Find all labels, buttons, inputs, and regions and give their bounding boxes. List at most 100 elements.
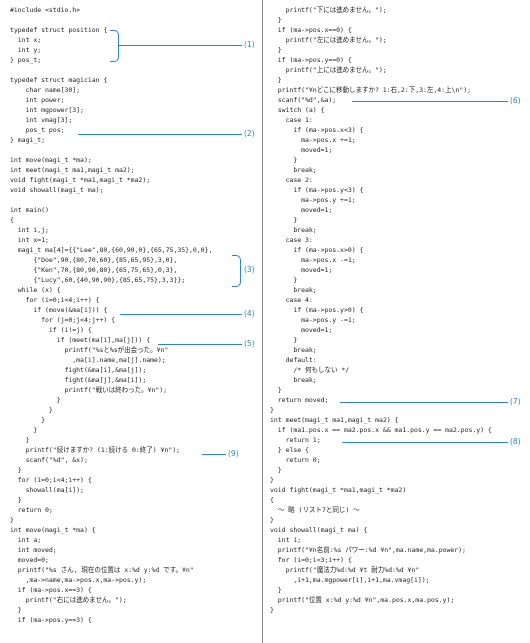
code-line: case 4: <box>270 296 313 304</box>
code-line: if (ma->pos.y<3) { <box>270 186 364 194</box>
code-line: ma->pos.y -=1; <box>270 316 356 324</box>
code-line: while (x) { <box>10 286 61 294</box>
code-line: scanf("%d", &x); <box>10 456 88 464</box>
code-line: ma->pos.x -=1; <box>270 256 356 264</box>
code-line: } <box>10 436 30 444</box>
code-line: fight(&ma[i],&ma[j]); <box>10 366 147 374</box>
code-line: { <box>10 216 14 224</box>
code-line: void showall(magi_t ma) { <box>270 526 368 534</box>
code-line: } <box>10 416 46 424</box>
code-line: case 3: <box>270 236 313 244</box>
code-line: if (meet(ma[i],ma[j])) { <box>10 336 151 344</box>
column-divider <box>262 0 263 643</box>
code-line: printf("左には進めません。"); <box>270 36 387 44</box>
code-line: for (i=0;i<3;i++) { <box>270 556 352 564</box>
code-line: magi_t ma[4]={{"Lee",80,{60,90,0},{65,75… <box>10 246 213 254</box>
code-line: } <box>270 476 274 484</box>
code-line: return 0; <box>10 506 53 514</box>
code-line: printf("¥nどこに移動しますか? 1:右,2:下,3:左,4:上\n")… <box>270 86 472 94</box>
code-line: void fight(magi_t *ma1,magi_t *ma2); <box>10 176 151 184</box>
code-line: if (ma->pos.x>0) { <box>270 246 364 254</box>
code-line: } <box>10 396 61 404</box>
code-line: } <box>270 606 274 614</box>
code-line: } <box>10 496 22 504</box>
code-line: } else { <box>270 446 309 454</box>
code-line: scanf("%d",&a); <box>270 96 337 104</box>
code-line: moved=1; <box>270 206 333 214</box>
code-line: /* 何もしない */ <box>270 366 350 374</box>
code-line: } <box>10 406 53 414</box>
code-line: int i,j; <box>10 226 49 234</box>
code-line: ～ 略 (リスト7と同じ) ～ <box>270 506 360 514</box>
code-line: return moved; <box>270 396 329 404</box>
code-line: if (ma->pos.x==0) { <box>270 26 352 34</box>
code-line: break; <box>270 166 317 174</box>
code-line: printf("¥n名前:%s パワー:%d ¥n",ma.name,ma.po… <box>270 546 466 554</box>
code-line: printf("続けますか? (1:続ける 0:終了) ¥n"); <box>10 446 181 454</box>
code-line: if (ma->pos.x<3) { <box>270 126 364 134</box>
code-line: typedef struct magician { <box>10 76 108 84</box>
annotation-label: (4) <box>244 309 255 318</box>
code-line: int move(magi_t *ma); <box>10 156 92 164</box>
code-line: } <box>270 586 282 594</box>
code-line: printf("上には進めません。"); <box>270 66 387 74</box>
code-line: if (i!=j) { <box>10 326 92 334</box>
code-line: {"Doe",90,{80,70,60},{85,65,95},3,0}, <box>10 256 178 264</box>
code-line: printf("位置 x:%d y:%d ¥n",ma.pos.x,ma.pos… <box>270 596 455 604</box>
code-line: } <box>270 336 298 344</box>
code-line: if (ma->pos.y>0) { <box>270 306 364 314</box>
code-line: void showall(magi_t ma); <box>10 186 104 194</box>
code-line: } <box>270 16 282 24</box>
code-line: case 1: <box>270 116 313 124</box>
code-line: ,i+1,ma.mgpower[i],i+1,ma.vmag[i]); <box>270 576 430 584</box>
code-line: if (ma->pos.y==3) { <box>10 616 92 624</box>
annotation-label: (6) <box>510 96 521 105</box>
code-line: } <box>270 386 282 394</box>
code-line: } <box>10 426 38 434</box>
code-line: {"Lucy",60,{40,90,90},{85,65,75},3,3}}; <box>10 276 186 284</box>
code-line: int mgpower[3]; <box>10 106 84 114</box>
code-line: if (ma->pos.y==0) { <box>270 56 352 64</box>
code-line: for (i=0;i<4;i++) { <box>10 296 100 304</box>
code-line: } <box>270 466 282 474</box>
annotation-label: (8) <box>510 437 521 446</box>
code-line: typedef struct position { <box>10 26 108 34</box>
code-line: return 0; <box>270 456 321 464</box>
annotation-label: (3) <box>244 265 255 274</box>
code-line: moved=1; <box>270 326 333 334</box>
code-line: } <box>270 46 282 54</box>
code-line: } <box>270 406 274 414</box>
code-line: if (ma->pos.x==3) { <box>10 586 92 594</box>
code-line: printf("%sと%sが出会った。¥n" <box>10 346 169 354</box>
code-line: switch (a) { <box>270 106 325 114</box>
code-line: case 2: <box>270 176 313 184</box>
code-line: } <box>10 516 14 524</box>
code-line: int main() <box>10 206 49 214</box>
code-line: int meet(magi_t ma1,magi_t ma2) { <box>270 416 399 424</box>
annotation-label: (7) <box>510 397 521 406</box>
code-line: ,ma->name,ma->pos.x,ma->pos.y); <box>10 576 147 584</box>
code-line: #include <stdio.h> <box>10 6 81 14</box>
annotation-label: (2) <box>244 129 255 138</box>
code-line: int a; <box>10 536 42 544</box>
code-line: { <box>270 496 274 504</box>
code-line: break; <box>270 286 317 294</box>
code-line: } pos_t; <box>10 56 42 64</box>
annotation-label: (9) <box>228 449 239 458</box>
code-line: } <box>270 76 282 84</box>
code-line: } <box>270 216 298 224</box>
annotation-label: (5) <box>244 339 255 348</box>
code-line: if (move(&ma[i])) { <box>10 306 108 314</box>
annotation-label: (1) <box>244 40 255 49</box>
code-line: for (i=0;i<4;i++) { <box>10 476 92 484</box>
code-line: pos_t pos; <box>10 126 65 134</box>
code-line: printf("下には進めません。"); <box>270 6 387 14</box>
code-line: ma->pos.x +=1; <box>270 136 356 144</box>
code-line: moved=1; <box>270 146 333 154</box>
code-line: for (j=0;j<4;j++) { <box>10 316 116 324</box>
code-line: showall(ma[i]); <box>10 486 84 494</box>
code-line: printf("%s さん, 現在の位置は x:%d y:%d です。¥n" <box>10 566 194 574</box>
code-line: ,ma[i].name,ma[j].name); <box>10 356 166 364</box>
code-line: int power; <box>10 96 65 104</box>
code-line: ma->pos.y +=1; <box>270 196 356 204</box>
